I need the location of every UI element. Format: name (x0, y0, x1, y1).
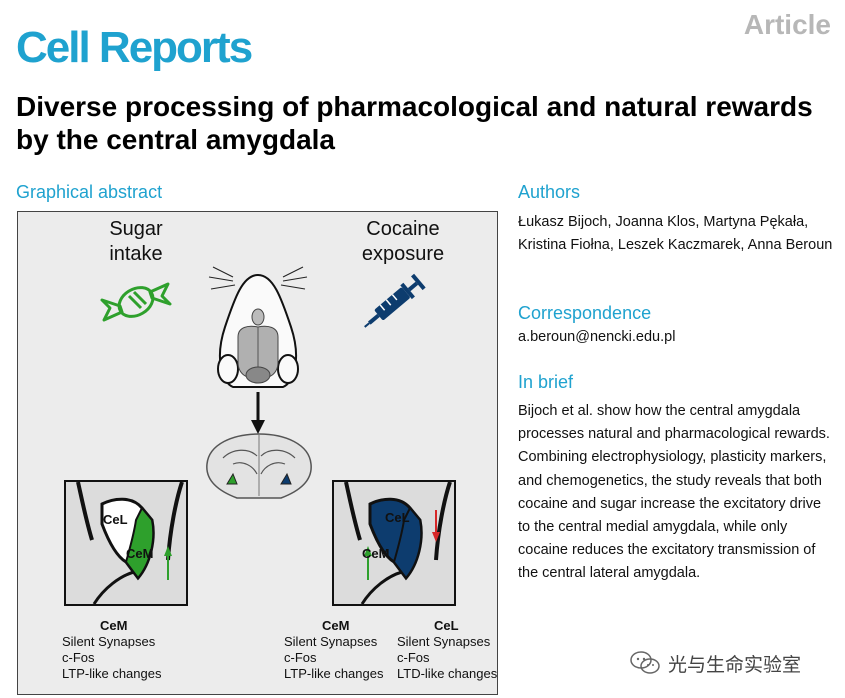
coronal-brain-slice (206, 433, 312, 499)
cocaine-cem-outcome-2: c-Fos (284, 650, 317, 665)
correspondence-email[interactable]: a.beroun@nencki.edu.pl (518, 329, 676, 345)
graphical-abstract-heading: Graphical abstract (16, 182, 163, 202)
watermark-text: 光与生命实验室 (668, 655, 802, 676)
cocaine-cel-outcome-3: LTD-like changes (397, 666, 498, 681)
sugar-amygdala-zoom (64, 480, 188, 606)
syringe-icon (364, 273, 426, 328)
graphical-abstract-panel: Sugar intake Cocaine exposure (17, 211, 498, 695)
journal-logo: Cell Reports (16, 23, 253, 72)
sugar-label-line1: Sugar (109, 218, 163, 240)
correspondence-heading: Correspondence (518, 303, 652, 323)
in-brief-heading: In brief (518, 372, 574, 392)
cocaine-cem-outcome-3: LTP-like changes (284, 666, 384, 681)
author-list: Łukasz Bijoch, Joanna Klos, Martyna Pęka… (518, 214, 833, 253)
sugar-label-line2: intake (109, 243, 163, 265)
cocaine-cel-outcome-1: Silent Synapses (397, 634, 491, 649)
cocaine-amygdala-zoom (332, 480, 456, 606)
cocaine-label-line1: Cocaine (366, 218, 440, 240)
wechat-icon (630, 651, 660, 674)
cocaine-label-line2: exposure (361, 243, 445, 265)
cocaine-cel-label: CeL (385, 510, 410, 525)
in-brief-text: Bijoch et al. show how the central amygd… (518, 403, 830, 582)
cocaine-cem-outcome-1: Silent Synapses (284, 634, 378, 649)
paper-title: Diverse processing of pharmacological an… (16, 91, 813, 155)
sugar-outcome-3: LTP-like changes (62, 666, 162, 681)
sugar-cem-label: CeM (126, 546, 154, 561)
cocaine-cel-outcome-2: c-Fos (397, 650, 430, 665)
sugar-outcome-2: c-Fos (62, 650, 95, 665)
cocaine-cem-header: CeM (322, 618, 350, 633)
sugar-cem-header: CeM (100, 618, 128, 633)
sugar-cel-label: CeL (103, 512, 128, 527)
mouse-head-icon (208, 266, 308, 388)
sugar-outcome-1: Silent Synapses (62, 634, 156, 649)
authors-heading: Authors (518, 182, 581, 202)
cocaine-cel-header: CeL (434, 618, 459, 633)
cocaine-cem-label: CeM (362, 546, 390, 561)
down-arrow-icon (251, 392, 265, 434)
candy-icon (100, 282, 172, 322)
article-type-label: Article (743, 9, 831, 40)
